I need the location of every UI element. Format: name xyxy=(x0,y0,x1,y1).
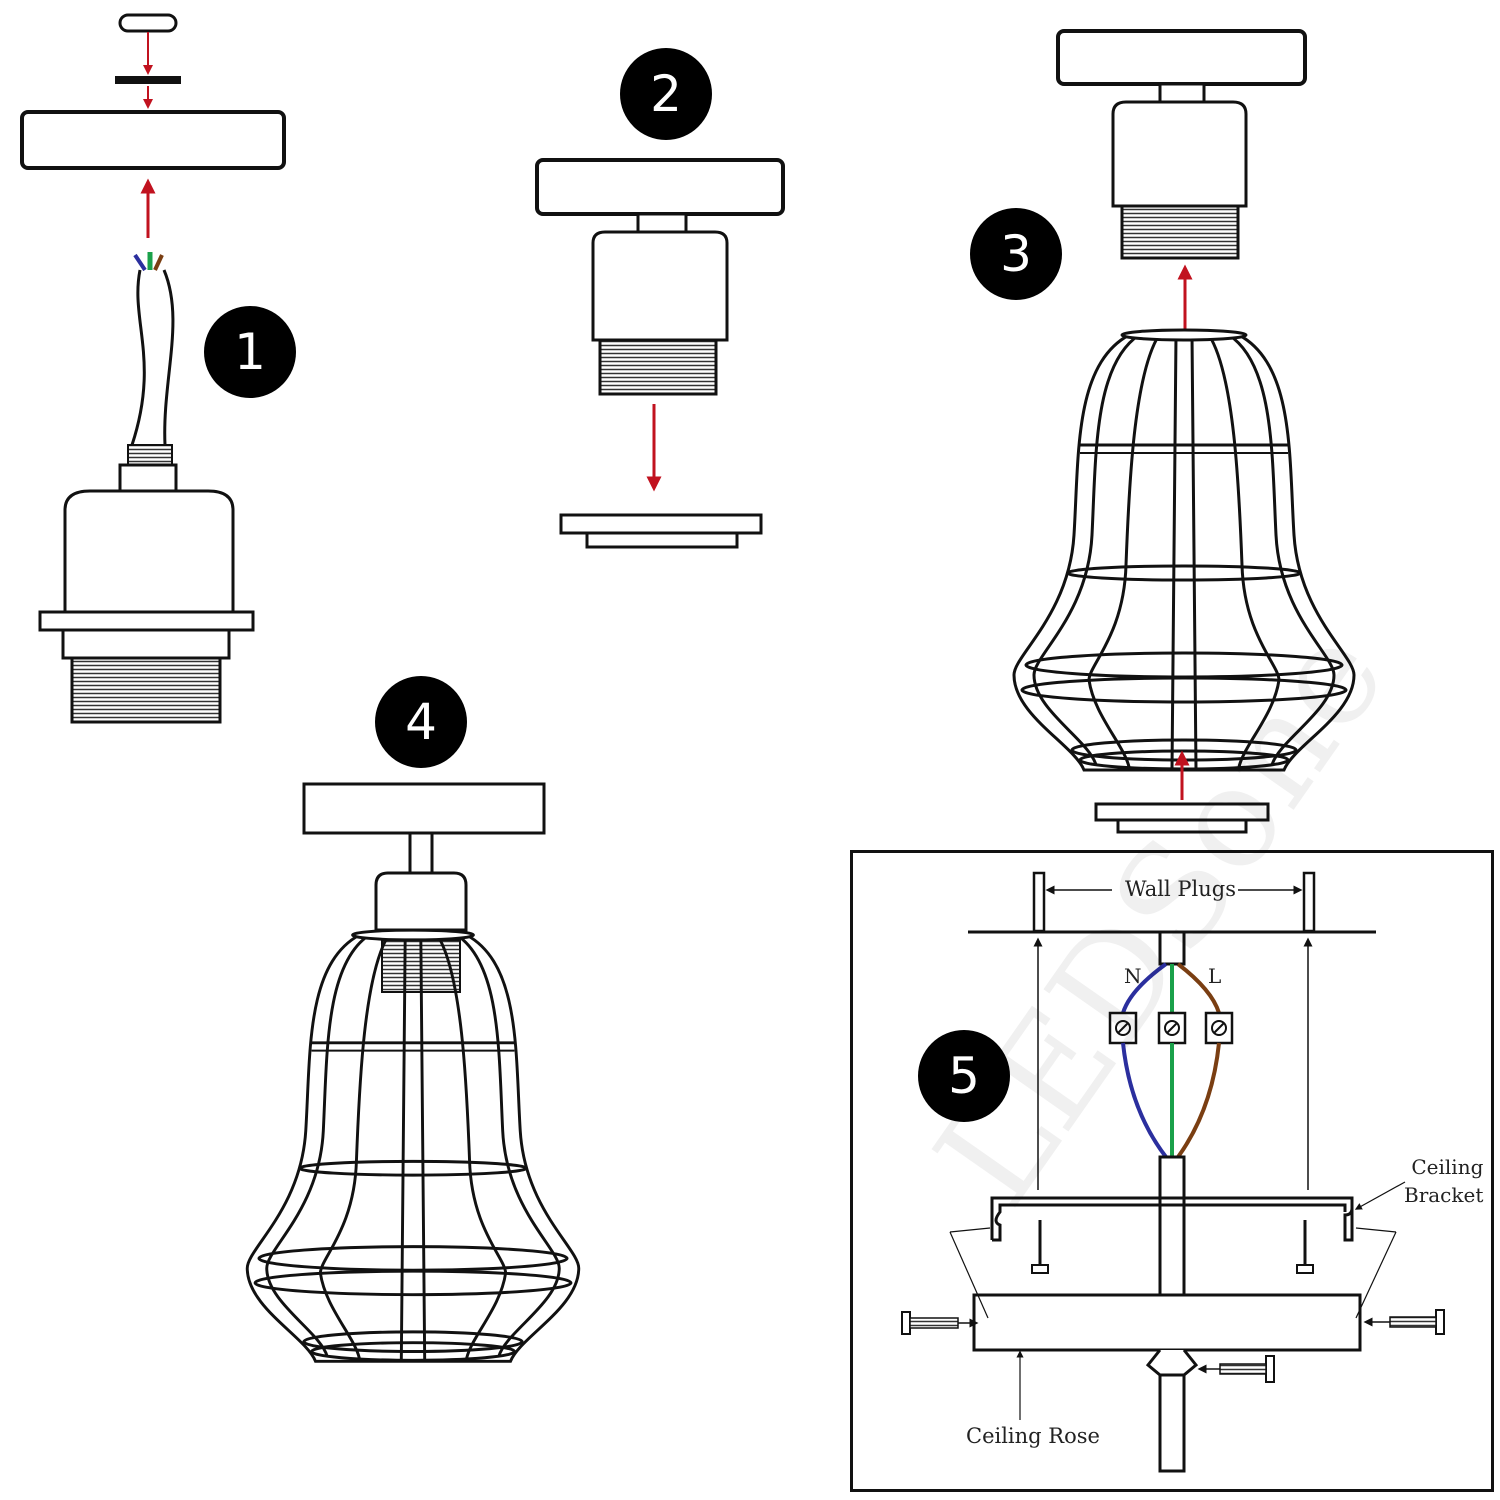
ceiling-plate xyxy=(535,158,785,216)
shade-ring-inner xyxy=(1116,818,1248,834)
step-2-group xyxy=(535,158,785,549)
wall-plugs-label: Wall Plugs xyxy=(1125,877,1236,901)
pointer-line xyxy=(1355,1231,1397,1319)
flex-cable xyxy=(130,269,175,446)
step-3-badge: 3 xyxy=(970,208,1062,300)
bracket-screw-right xyxy=(1296,1220,1314,1274)
grip-screw xyxy=(1197,1355,1275,1383)
wiring-panel xyxy=(850,850,1494,1492)
side-screw-left xyxy=(901,1311,979,1335)
neutral-wire-bottom xyxy=(1121,1042,1168,1159)
stem xyxy=(636,212,688,234)
neutral-label: N xyxy=(1124,964,1142,988)
stem xyxy=(1158,82,1206,104)
step-5-group xyxy=(901,871,1445,1473)
step-2-badge: 2 xyxy=(620,48,712,140)
wall-plug-left xyxy=(1032,871,1046,933)
step-1-group xyxy=(20,13,286,724)
side-screw-right xyxy=(1363,1309,1445,1335)
holder-thread xyxy=(598,338,718,396)
stem xyxy=(408,831,434,875)
washer xyxy=(115,76,181,84)
step-4-badge: 4 xyxy=(375,676,467,768)
neutral-wire-top xyxy=(1121,962,1168,1014)
supply-cable xyxy=(1158,930,1186,966)
live-label: L xyxy=(1208,964,1222,988)
lamp-holder-body xyxy=(1111,100,1248,208)
ceiling-rose-label: Ceiling Rose xyxy=(966,1424,1100,1448)
cable-gland xyxy=(127,444,173,466)
wall-plug-right xyxy=(1302,871,1316,933)
live-wire-bottom xyxy=(1176,1042,1221,1159)
neutral-wire-end xyxy=(133,253,147,272)
ceiling-plate xyxy=(20,110,286,170)
ceiling-plate xyxy=(1056,29,1307,86)
ceiling-rose xyxy=(972,1293,1362,1352)
holder-collar xyxy=(38,610,255,632)
holder-skirt xyxy=(61,628,231,660)
pointer-line xyxy=(949,1231,989,1319)
ceiling-bracket xyxy=(990,1196,1354,1242)
pointer-line xyxy=(1355,1227,1397,1233)
shade-ring-inner xyxy=(585,531,739,549)
step-4-group xyxy=(245,782,581,1363)
ceiling-bracket-label: Ceiling Bracket xyxy=(1404,1155,1484,1207)
lamp-holder-body xyxy=(591,230,729,342)
cage-shade-assembled xyxy=(245,928,581,1363)
holder-thread xyxy=(1120,204,1240,260)
bracket-screw-left xyxy=(1031,1220,1049,1274)
ceiling-bracket-pointer xyxy=(1354,1181,1406,1210)
holder-neck xyxy=(118,463,178,493)
shade-ring-outer xyxy=(559,513,763,535)
holder-thread xyxy=(70,656,222,724)
terminal-block-neutral xyxy=(1108,1011,1138,1045)
pendant-cable xyxy=(1158,1373,1186,1473)
step-5-badge: 5 xyxy=(918,1030,1010,1122)
ceiling-plate xyxy=(302,782,546,835)
pointer-line xyxy=(949,1227,991,1233)
live-wire-end xyxy=(153,254,164,271)
cord-grip-ring xyxy=(118,13,178,33)
terminal-block-earth xyxy=(1157,1011,1187,1045)
live-wire-top xyxy=(1176,962,1221,1014)
lamp-holder-body xyxy=(374,871,468,932)
step-3-group xyxy=(1012,29,1356,834)
step-1-badge: 1 xyxy=(204,306,296,398)
lamp-holder-body xyxy=(63,489,235,614)
